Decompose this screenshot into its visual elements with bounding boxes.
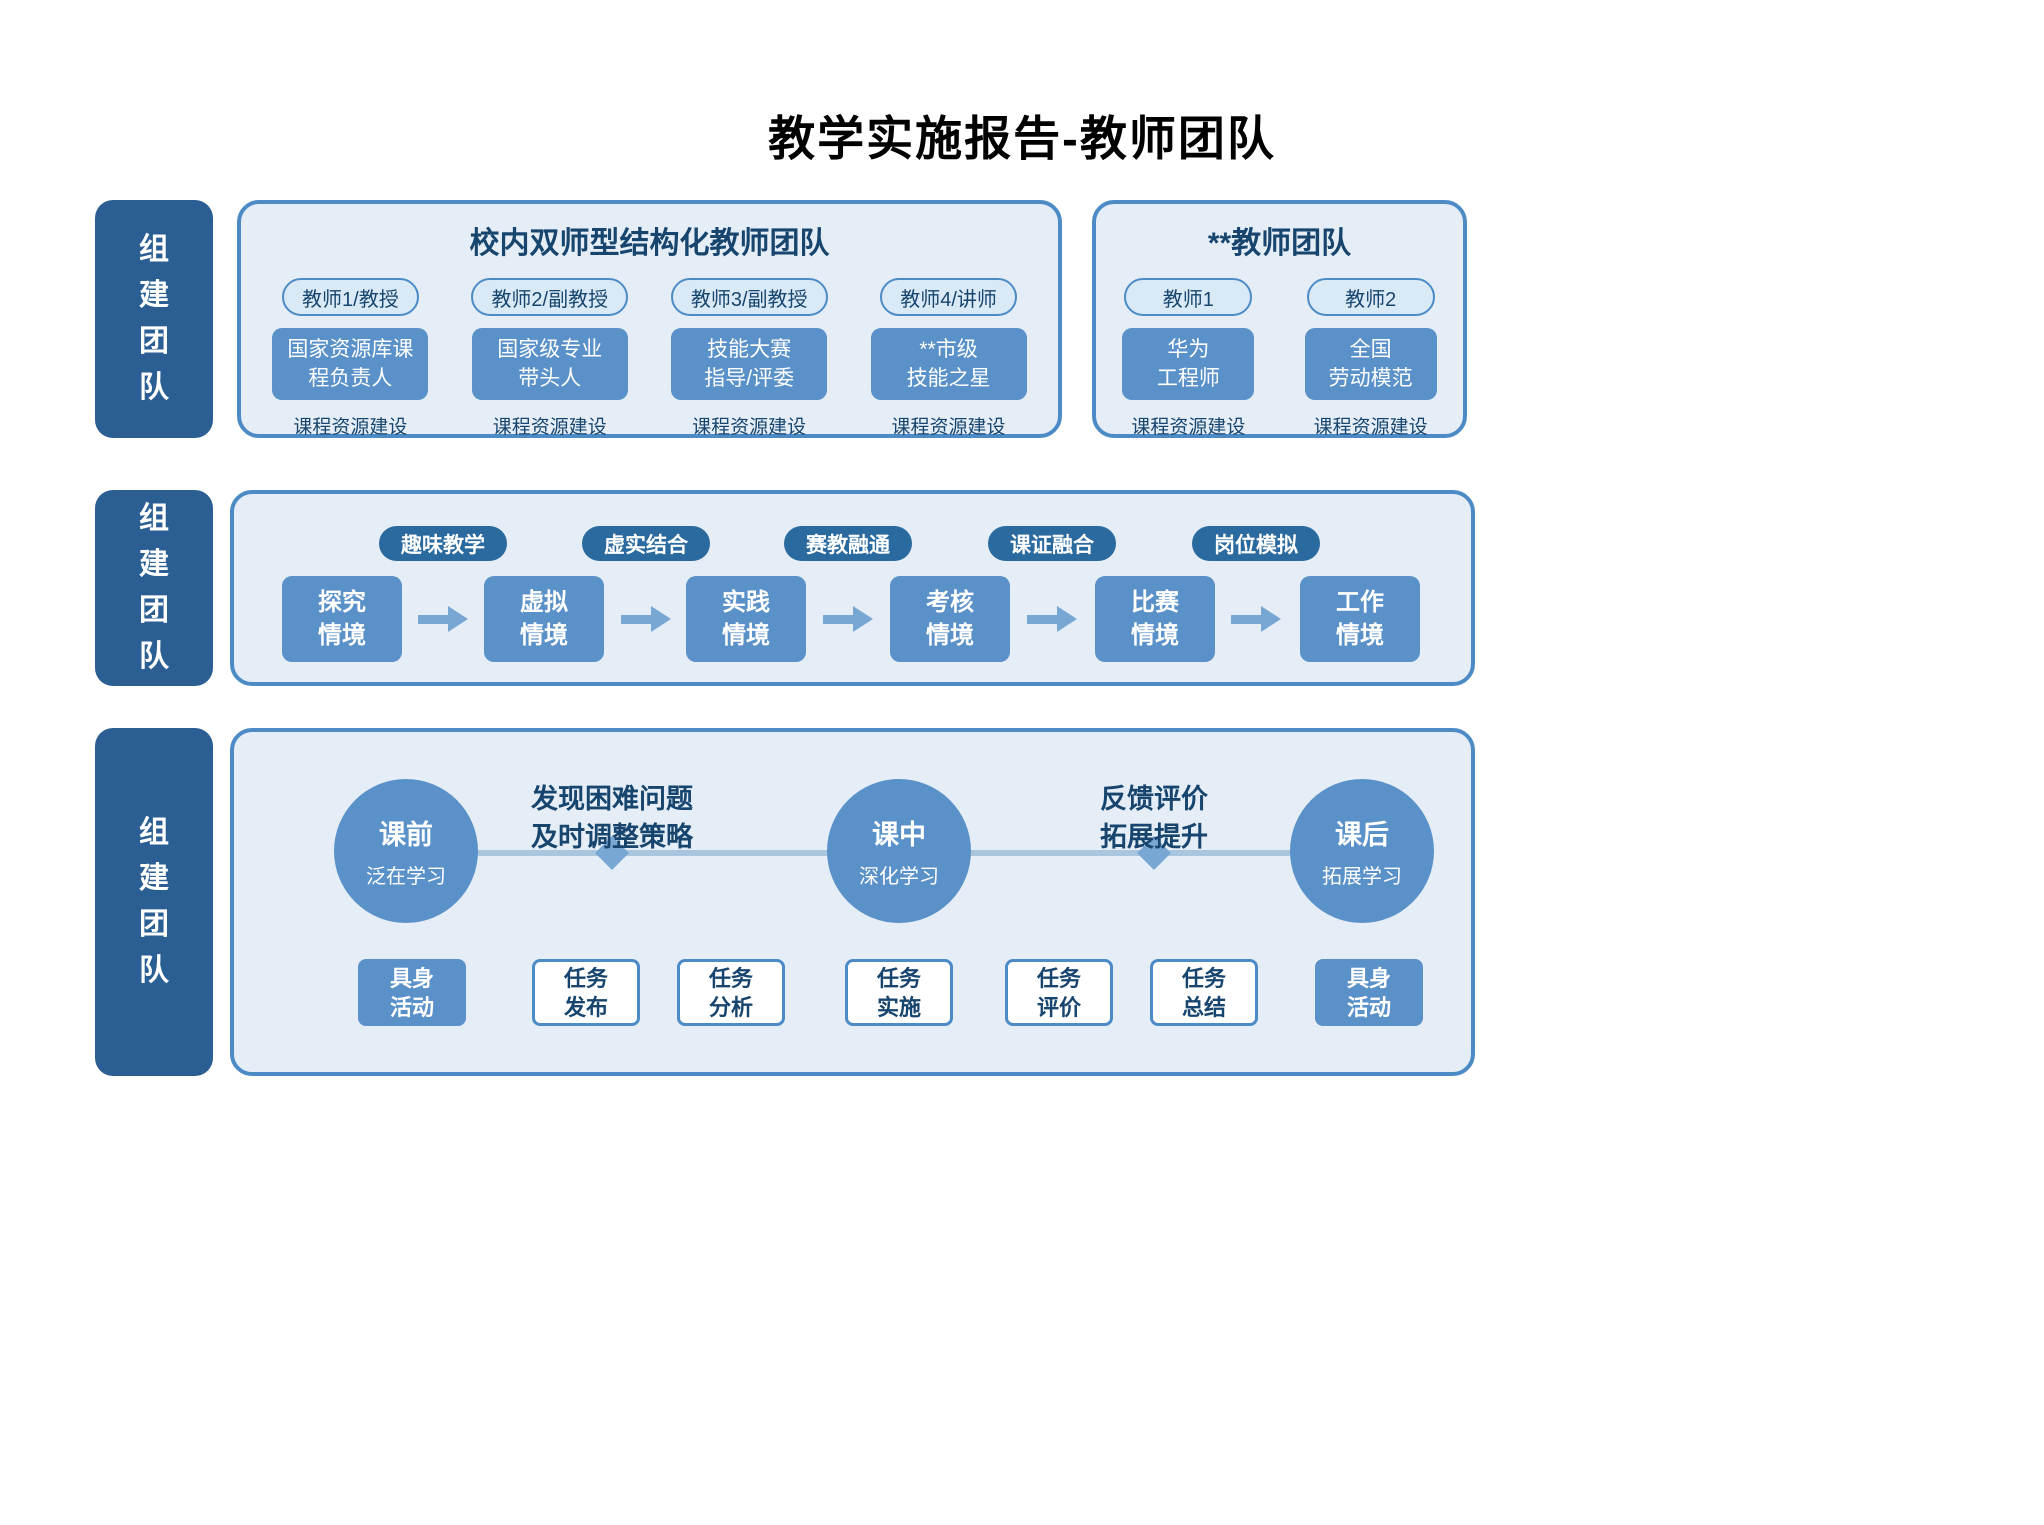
teacher-pill: 教师2 xyxy=(1306,278,1435,316)
situation-step-box: 实践 情境 xyxy=(686,576,806,662)
situation-step-box: 工作 情境 xyxy=(1300,576,1420,662)
situation-step-box: 比赛 情境 xyxy=(1095,576,1215,662)
task-box: 任务 总结 xyxy=(1150,959,1258,1026)
phase-circle-before-class: 课前 泛在学习 xyxy=(334,779,478,923)
teacher-column: 教师1/教授 国家资源库课 程负责人 课程资源建设 xyxy=(260,278,440,439)
task-box: 具身 活动 xyxy=(1315,959,1423,1026)
side-label-section2: 组建团队 xyxy=(95,490,213,686)
external-teacher-team-panel: **教师团队 教师1 华为 工程师 课程资源建设 教师2 全国 劳动模范 课程资… xyxy=(1092,200,1467,438)
teacher-role-box: 国家级专业 带头人 xyxy=(471,328,628,400)
teacher-pill: 教师1 xyxy=(1124,278,1253,316)
teacher-caption: 课程资源建设 xyxy=(692,417,807,438)
method-tag: 课证融合 xyxy=(988,526,1116,561)
situation-step-box: 考核 情境 xyxy=(890,576,1010,662)
phase-title: 课前 xyxy=(379,820,433,850)
right-arrow-icon xyxy=(823,606,873,632)
task-box: 任务 分析 xyxy=(677,959,785,1026)
phase-subtitle: 泛在学习 xyxy=(366,866,446,888)
teacher-pill: 教师3/副教授 xyxy=(670,278,828,316)
task-box: 任务 发布 xyxy=(532,959,640,1026)
teacher-caption: 课程资源建设 xyxy=(492,417,607,438)
teacher-column: 教师4/讲师 **市级 技能之星 课程资源建设 xyxy=(859,278,1039,439)
teacher-caption: 课程资源建设 xyxy=(1313,417,1428,438)
page-title: 教学实施报告-教师团队 xyxy=(768,112,1276,165)
teacher-pill: 教师4/讲师 xyxy=(880,278,1017,316)
teacher-pill: 教师2/副教授 xyxy=(471,278,629,316)
internal-teacher-team-panel: 校内双师型结构化教师团队 教师1/教授 国家资源库课 程负责人 课程资源建设 教… xyxy=(237,200,1062,438)
teacher-column: 教师1 华为 工程师 课程资源建设 xyxy=(1098,278,1278,439)
external-team-columns: 教师1 华为 工程师 课程资源建设 教师2 全国 劳动模范 课程资源建设 xyxy=(1096,278,1463,439)
internal-team-title: 校内双师型结构化教师团队 xyxy=(469,227,830,260)
situation-step-box: 探究 情境 xyxy=(282,576,402,662)
teacher-column: 教师3/副教授 技能大赛 指导/评委 课程资源建设 xyxy=(659,278,839,439)
teacher-pill: 教师1/教授 xyxy=(282,278,419,316)
task-box: 任务 实施 xyxy=(845,959,953,1026)
method-tag: 虚实结合 xyxy=(582,526,710,561)
phase-title: 课中 xyxy=(872,820,926,850)
teacher-role-box: 技能大赛 指导/评委 xyxy=(671,328,828,400)
situation-flow-panel: 趣味教学 虚实结合 赛教融通 课证融合 岗位模拟 探究 情境 虚拟 情境 实践 … xyxy=(230,490,1475,686)
phase-title: 课后 xyxy=(1335,820,1389,850)
teacher-role-box: 全国 劳动模范 xyxy=(1304,328,1437,400)
right-arrow-icon xyxy=(418,606,468,632)
phase-circle-in-class: 课中 深化学习 xyxy=(827,779,971,923)
right-arrow-icon xyxy=(1027,606,1077,632)
teacher-caption: 课程资源建设 xyxy=(293,417,408,438)
situation-step-box: 虚拟 情境 xyxy=(484,576,604,662)
teacher-column: 教师2 全国 劳动模范 课程资源建设 xyxy=(1281,278,1461,439)
phase-annotation: 反馈评价 拓展提升 xyxy=(1100,784,1208,852)
teacher-role-box: 国家资源库课 程负责人 xyxy=(272,328,429,400)
side-label-section1: 组建团队 xyxy=(95,200,213,438)
task-box: 具身 活动 xyxy=(358,959,466,1026)
phase-subtitle: 深化学习 xyxy=(859,866,939,888)
side-label-text: 组建团队 xyxy=(139,233,169,404)
phase-annotation: 发现困难问题 及时调整策略 xyxy=(531,784,693,852)
teacher-caption: 课程资源建设 xyxy=(891,417,1006,438)
side-label-section3: 组建团队 xyxy=(95,728,213,1076)
teacher-column: 教师2/副教授 国家级专业 带头人 课程资源建设 xyxy=(460,278,640,439)
teacher-role-box: 华为 工程师 xyxy=(1122,328,1255,400)
teacher-role-box: **市级 技能之星 xyxy=(870,328,1027,400)
side-label-text: 组建团队 xyxy=(139,502,169,673)
internal-team-columns: 教师1/教授 国家资源库课 程负责人 课程资源建设 教师2/副教授 国家级专业 … xyxy=(241,278,1058,439)
phase-circle-after-class: 课后 拓展学习 xyxy=(1290,779,1434,923)
phase-subtitle: 拓展学习 xyxy=(1322,866,1402,888)
method-tag: 趣味教学 xyxy=(379,526,507,561)
task-box: 任务 评价 xyxy=(1005,959,1113,1026)
lesson-phase-panel: 发现困难问题 及时调整策略 反馈评价 拓展提升 课前 泛在学习 课中 深化学习 … xyxy=(230,728,1475,1076)
teacher-caption: 课程资源建设 xyxy=(1131,417,1246,438)
right-arrow-icon xyxy=(621,606,671,632)
right-arrow-icon xyxy=(1231,606,1281,632)
external-team-title: **教师团队 xyxy=(1207,227,1352,260)
side-label-text: 组建团队 xyxy=(139,816,169,987)
method-tag: 赛教融通 xyxy=(784,526,912,561)
method-tag: 岗位模拟 xyxy=(1192,526,1320,561)
